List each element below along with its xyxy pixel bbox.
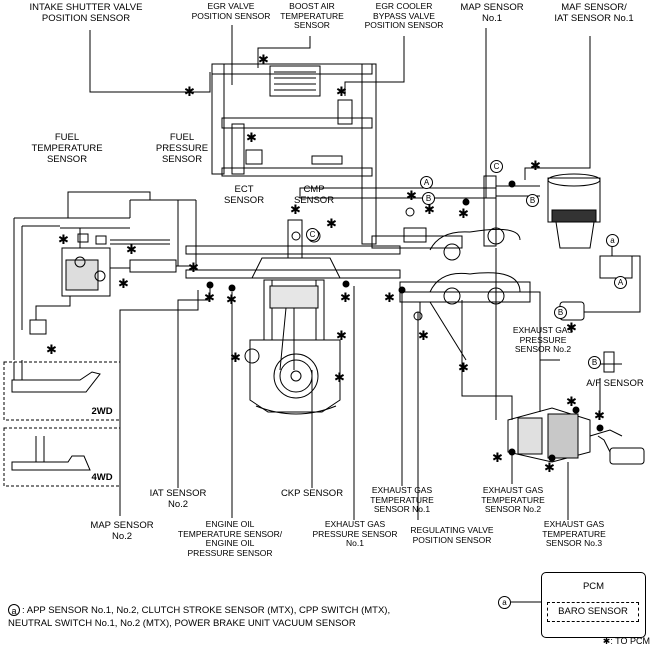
marker-oil-press: ✱ xyxy=(336,329,347,344)
legend: a: APP SENSOR No.1, No.2, CLUTCH STROKE … xyxy=(8,604,390,630)
marker-iat2: ✱ xyxy=(204,291,215,306)
badge-a-lower: a xyxy=(606,234,619,247)
marker-fuel-pres: ✱ xyxy=(126,243,137,258)
baro-sensor-box: BARO SENSOR xyxy=(547,602,639,622)
marker-map1-b: ✱ xyxy=(424,203,435,218)
label-ect-sensor: ECT SENSOR xyxy=(223,184,265,206)
label-exhaust-gas-temperature-sensor-1: EXHAUST GAS TEMPERATURE SENSOR No.1 xyxy=(370,485,434,514)
marker-egr-valve: ✱ xyxy=(246,131,257,146)
to-pcm-symbol: ✱ xyxy=(602,636,611,646)
label-map-sensor-1: MAP SENSOR No.1 xyxy=(460,2,524,24)
marker-cmp: ✱ xyxy=(326,217,337,232)
marker-exh-temp1: ✱ xyxy=(384,291,395,306)
marker-exh-pres2: ✱ xyxy=(566,395,577,410)
marker-fuel-temp: ✱ xyxy=(58,233,69,248)
marker-ckp-left: ✱ xyxy=(230,351,241,366)
marker-ect: ✱ xyxy=(290,203,301,218)
leader-map1 xyxy=(470,28,487,199)
marker-intake-shutter: ✱ xyxy=(184,85,195,100)
marker-maf: ✱ xyxy=(530,159,541,174)
marker-boost-air: ✱ xyxy=(258,53,269,68)
label-intake-shutter-sensor: INTAKE SHUTTER VALVE POSITION SENSOR xyxy=(29,2,143,24)
badge-b-4: B xyxy=(588,356,601,369)
leader-intake-shutter xyxy=(89,30,211,93)
to-pcm-note: ✱: TO PCM xyxy=(596,636,650,647)
label-exhaust-gas-temperature-sensor-2: EXHAUST GAS TEMPERATURE SENSOR No.2 xyxy=(481,485,545,514)
label-2wd: 2WD xyxy=(91,406,113,417)
label-egr-valve-position-sensor: EGR VALVE POSITION SENSOR xyxy=(191,1,271,21)
marker-engine-oil: ✱ xyxy=(226,293,237,308)
label-boost-air-temperature-sensor: BOOST AIR TEMPERATURE SENSOR xyxy=(280,1,344,30)
marker-exh-temp3: ✱ xyxy=(544,461,555,476)
label-ckp-sensor: CKP SENSOR xyxy=(280,488,344,499)
badge-c-1: C xyxy=(490,160,503,173)
label-fuel-temperature-sensor: FUEL TEMPERATURE SENSOR xyxy=(31,132,103,165)
marker-egr-cooler: ✱ xyxy=(336,85,347,100)
marker-map1-left: ✱ xyxy=(406,189,417,204)
label-iat-sensor-2: IAT SENSOR No.2 xyxy=(149,488,207,510)
marker-exh-temp2: ✱ xyxy=(492,451,503,466)
badge-b-1: B xyxy=(526,194,539,207)
marker-af: ✱ xyxy=(594,409,605,424)
legend-line-1: : APP SENSOR No.1, No.2, CLUTCH STROKE S… xyxy=(22,605,391,616)
legend-badge: a xyxy=(8,604,20,617)
label-maf-iat-sensor-1: MAF SENSOR/ IAT SENSOR No.1 xyxy=(554,2,634,24)
leader-boost-air xyxy=(257,36,311,68)
label-exhaust-gas-pressure-sensor-2: EXHAUST GAS PRESSURE SENSOR No.2 xyxy=(512,325,574,354)
badge-b-2: B xyxy=(422,192,435,205)
marker-fuel-rail: ✱ xyxy=(188,261,199,276)
label-regulating-valve-position-sensor: REGULATING VALVE POSITION SENSOR xyxy=(410,525,494,545)
marker-ckp: ✱ xyxy=(334,371,345,386)
pcm-box: PCM xyxy=(541,572,646,638)
legend-line-2: NEUTRAL SWITCH No.1, No.2 (MTX), POWER B… xyxy=(8,618,356,629)
badge-a-upper-2: A xyxy=(614,276,627,289)
label-fuel-pressure-sensor: FUEL PRESSURE SENSOR xyxy=(155,132,209,165)
leader-map2 xyxy=(119,290,199,516)
marker-map1: ✱ xyxy=(458,207,469,222)
leader-egr-cooler xyxy=(344,36,405,96)
leader-maf xyxy=(524,36,591,180)
label-map-sensor-2: MAP SENSOR No.2 xyxy=(90,520,154,542)
badge-b-3: B xyxy=(554,306,567,319)
marker-exh-down: ✱ xyxy=(458,361,469,376)
marker-regulating: ✱ xyxy=(418,329,429,344)
marker-fuel-tank: ✱ xyxy=(46,343,57,358)
baro-sensor-label: BARO SENSOR xyxy=(558,606,628,617)
label-4wd: 4WD xyxy=(91,472,113,483)
label-egr-cooler-bypass-sensor: EGR COOLER BYPASS VALVE POSITION SENSOR xyxy=(364,1,444,30)
leader-iat2 xyxy=(177,284,211,488)
label-exhaust-gas-pressure-sensor-1: EXHAUST GAS PRESSURE SENSOR No.1 xyxy=(312,519,398,548)
label-exhaust-gas-temperature-sensor-3: EXHAUST GAS TEMPERATURE SENSOR No.3 xyxy=(542,519,606,548)
badge-a-upper-1: A xyxy=(420,176,433,189)
marker-exh-pres1: ✱ xyxy=(340,291,351,306)
marker-exh-pres2-b: ✱ xyxy=(566,321,577,336)
label-engine-oil-sensor: ENGINE OIL TEMPERATURE SENSOR/ ENGINE OI… xyxy=(177,519,283,558)
pcm-badge-a: a xyxy=(498,596,511,609)
to-pcm-text: : TO PCM xyxy=(610,636,650,646)
badge-c-2: C xyxy=(306,228,319,241)
pcm-title: PCM xyxy=(582,581,605,592)
label-cmp-sensor: CMP SENSOR xyxy=(293,184,335,206)
label-af-sensor: A/F SENSOR xyxy=(586,378,644,389)
marker-fuel-pump: ✱ xyxy=(118,277,129,292)
